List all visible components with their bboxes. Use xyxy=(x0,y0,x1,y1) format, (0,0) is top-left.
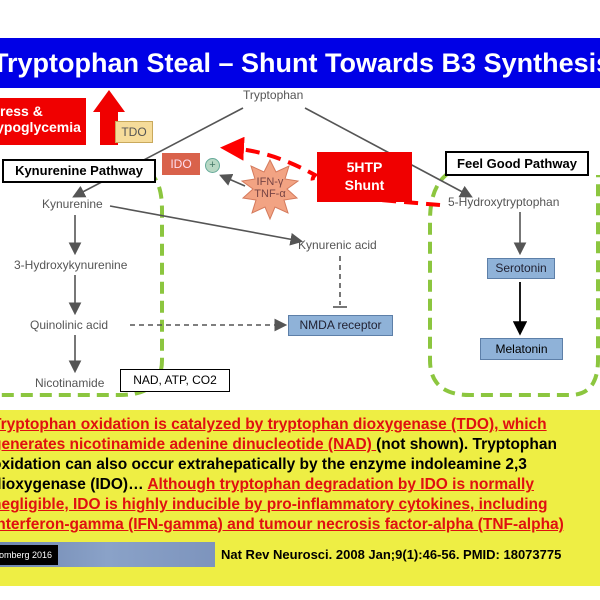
plus-icon: + xyxy=(205,158,220,173)
slide-title: Tryptophan Steal – Shunt Towards B3 Synt… xyxy=(0,38,600,88)
5-hydroxytryptophan-label: 5-Hydroxytryptophan xyxy=(448,195,560,209)
kynurenine-label: Kynurenine xyxy=(42,197,103,211)
ido-enzyme: IDO xyxy=(162,153,200,175)
cytokines-label: IFN-γ TNF-α xyxy=(252,176,288,200)
shunt-box: 5HTP Shunt xyxy=(317,152,412,202)
text-line-6: interferon-gamma (IFN-gamma) and tumour … xyxy=(0,516,564,533)
pathway-arrows xyxy=(0,90,600,397)
text-line-1: Tryptophan oxidation is catalyzed by try… xyxy=(0,416,547,433)
kynurenine-pathway-label: Kynurenine Pathway xyxy=(2,159,156,183)
text-line-2a: generates nicotinamide adenine dinucleot… xyxy=(0,436,377,453)
tnf-alpha: TNF-α xyxy=(254,188,286,200)
hydroxykynurenine-label: 3-Hydroxykynurenine xyxy=(14,258,128,272)
citation: Nat Rev Neurosci. 2008 Jan;9(1):46-56. P… xyxy=(221,547,562,562)
stress-line1: Stress & xyxy=(0,103,43,119)
green-dashed-regions xyxy=(0,170,600,397)
shunt-line2: Shunt xyxy=(344,177,385,193)
text-line-3: oxidation can also occur extrahepaticall… xyxy=(0,456,527,473)
text-line-2b: (not shown). Tryptophan xyxy=(376,436,557,453)
melatonin-box: Melatonin xyxy=(480,338,563,360)
cytokine-starburst-icon xyxy=(240,158,300,221)
text-line-4a: dioxygenase (IDO)… xyxy=(0,476,148,493)
stress-box: Stress & Hypoglycemia xyxy=(0,98,86,145)
nicotinamide-label: Nicotinamide xyxy=(35,376,105,390)
nad-box: NAD, ATP, CO2 xyxy=(120,369,230,392)
serotonin-box: Serotonin xyxy=(487,258,555,279)
ifn-gamma: IFN-γ xyxy=(256,176,284,188)
feel-good-pathway-label: Feel Good Pathway xyxy=(445,151,589,176)
shunt-line1: 5HTP xyxy=(346,159,383,175)
tryptophan-label: Tryptophan xyxy=(243,88,304,102)
tdo-enzyme: TDO xyxy=(115,121,153,143)
text-line-4b: Although tryptophan degradation by IDO i… xyxy=(147,476,534,493)
nmda-receptor: NMDA receptor xyxy=(288,315,393,336)
kynurenic-acid-label: Kynurenic acid xyxy=(298,238,377,252)
quinolinic-acid-label: Quinolinic acid xyxy=(30,318,109,332)
text-line-5: negligible, IDO is highly inducible by p… xyxy=(0,496,548,513)
credit-label: Bromberg 2016 xyxy=(0,545,58,565)
stress-line2: Hypoglycemia xyxy=(0,119,81,135)
